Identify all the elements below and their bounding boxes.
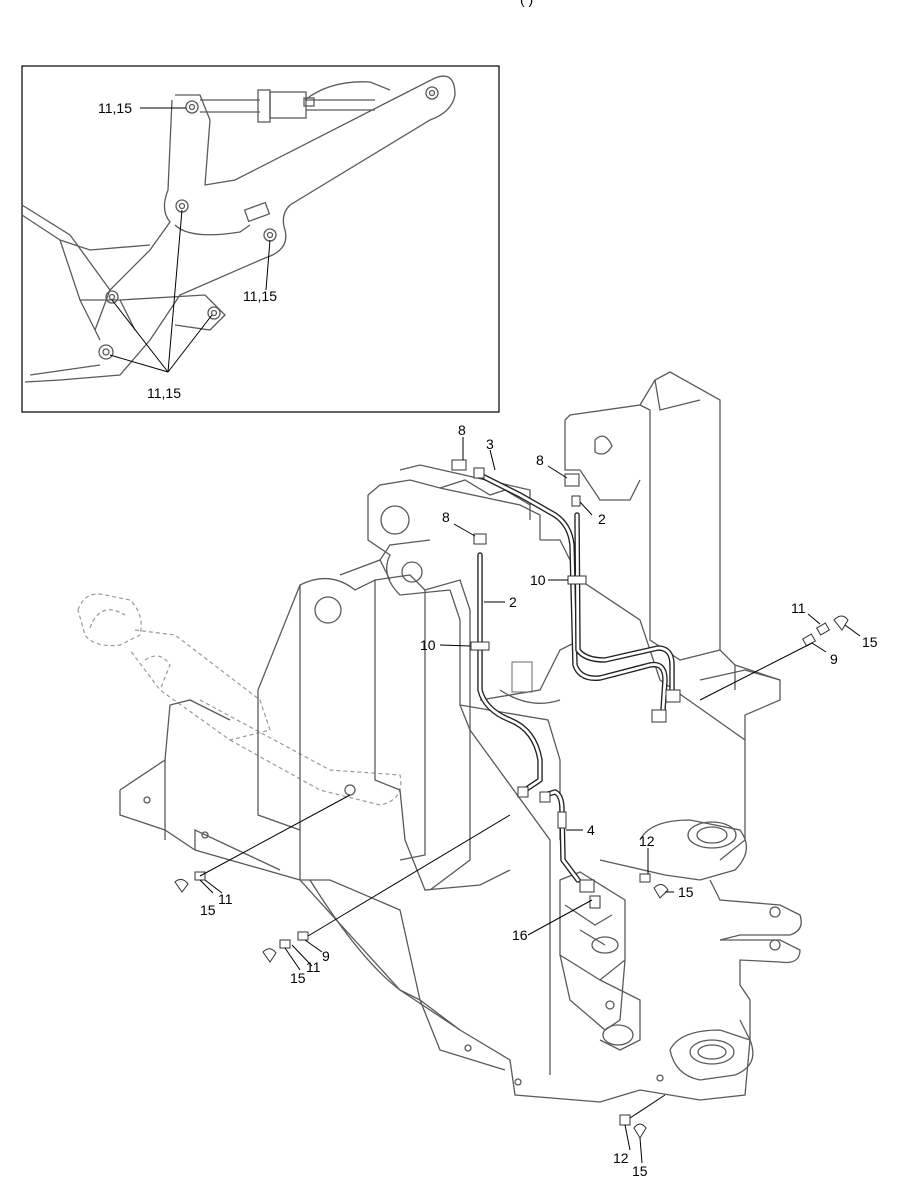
callout-15-center: 15	[678, 884, 694, 900]
callout-9-right: 9	[830, 651, 838, 667]
callout-8-top: 8	[458, 422, 466, 438]
callout-11-left-lower: 11	[306, 959, 321, 975]
inset-loader-arm	[21, 75, 456, 383]
callout-15-left-lower: 15	[290, 970, 306, 986]
callout-3: 3	[486, 436, 494, 452]
inset-frame	[21, 65, 500, 413]
callout-2-center: 2	[509, 594, 517, 610]
callout-9-left: 9	[322, 948, 330, 964]
callout-16: 16	[512, 927, 528, 943]
callout-11-right: 11	[791, 600, 806, 616]
callout-10-left: 10	[420, 637, 436, 653]
main-frame-assembly	[77, 371, 802, 1103]
callout-15-right: 15	[862, 634, 878, 650]
inset-callout-bottom: 11,15	[147, 385, 181, 401]
callout-15-left-upper: 15	[200, 902, 216, 918]
inset-callout-right: 11,15	[243, 288, 277, 304]
callout-2-right: 2	[598, 511, 606, 527]
callout-10-right: 10	[530, 572, 546, 588]
inset-detail: 11,15 11,15 11,15	[21, 65, 500, 413]
callout-4: 4	[587, 822, 595, 838]
callout-labels: 8 3 8 2 8 2 10 10 11 15 9 4 12 15 16 15 …	[200, 422, 878, 1179]
header-partial-title: ( )	[520, 0, 533, 7]
hose-assembly	[451, 459, 681, 909]
leader-lines	[199, 437, 861, 1164]
callout-11-left-upper: 11	[218, 891, 233, 907]
callout-12-bottom: 12	[613, 1150, 629, 1166]
callout-8-right: 8	[536, 452, 544, 468]
grease-fittings	[174, 615, 849, 1139]
callout-8-left: 8	[442, 509, 450, 525]
inset-callout-top: 11,15	[98, 100, 132, 116]
phantom-cylinder	[77, 593, 402, 806]
callout-12-center: 12	[639, 833, 655, 849]
callout-15-bottom: 15	[632, 1163, 648, 1179]
